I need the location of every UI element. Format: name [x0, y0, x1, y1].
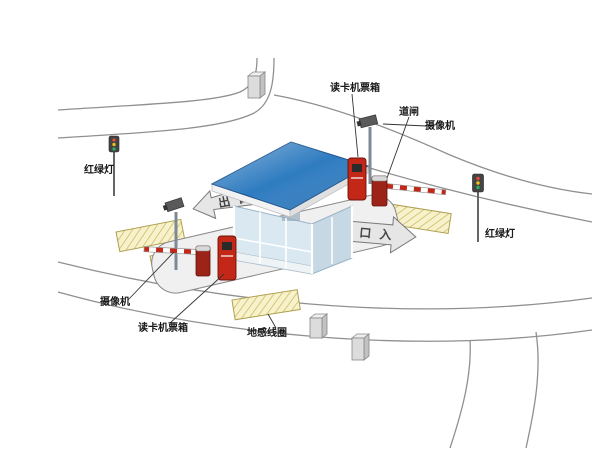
labels: 读卡机票箱 道闸 摄像机 红绿灯 摄像机 读卡机票箱 地感线圈 红绿灯 — [84, 81, 515, 339]
ground-coil-exit-1 — [115, 218, 186, 253]
booth-roof-sheen — [212, 142, 368, 210]
road-bottom-upper — [57, 261, 593, 310]
label-traffic-light-left: 红绿灯 — [84, 163, 114, 176]
entrance-arrow-group: 口 入 — [346, 215, 417, 254]
leader-camera-right — [382, 123, 427, 127]
label-barrier-gate: 道闸 — [399, 105, 419, 118]
exit-equipment — [143, 197, 237, 281]
leader-camera-left — [127, 251, 175, 301]
posts — [246, 71, 371, 361]
road-branch-right — [525, 331, 539, 449]
entrance-arrow-label: 口 入 — [359, 226, 394, 243]
barrier-arm-right — [385, 183, 447, 196]
leader-card-reader-bottom — [169, 273, 225, 324]
card-reader-left-screen — [222, 242, 232, 250]
label-ground-coil: 地感线圈 — [247, 326, 287, 339]
label-camera-left: 摄像机 — [100, 295, 130, 308]
road-branch-left — [449, 339, 471, 449]
road-top-left-outer — [57, 57, 275, 139]
leader-card-reader-top — [351, 93, 359, 158]
label-card-reader-bottom: 读卡机票箱 — [138, 321, 188, 334]
traffic-light-right-group — [472, 173, 484, 242]
camera-right-head — [356, 114, 379, 129]
entrance-equipment — [347, 114, 447, 207]
post-bottom-1 — [308, 313, 329, 339]
traffic-light-left-group — [108, 135, 120, 196]
leader-lines — [127, 93, 427, 329]
entrance-arrow — [346, 215, 417, 254]
ground-coil-bottom — [231, 289, 301, 321]
label-card-reader-top: 读卡机票箱 — [330, 81, 380, 94]
road-right-upper — [273, 94, 593, 195]
card-reader-right-screen — [352, 164, 362, 172]
post-top — [246, 71, 267, 99]
leader-ground-coil — [267, 313, 277, 329]
barrier-housing-right-cap — [371, 175, 388, 182]
road-top-left-inner — [57, 57, 258, 111]
label-traffic-light-right: 红绿灯 — [485, 227, 515, 240]
label-camera-right: 摄像机 — [425, 119, 455, 132]
barrier-housing-left-cap — [195, 245, 211, 252]
leader-barrier — [386, 116, 410, 179]
post-bottom-2 — [350, 333, 371, 361]
camera-left-head — [162, 197, 185, 213]
booth-transom — [233, 237, 313, 253]
